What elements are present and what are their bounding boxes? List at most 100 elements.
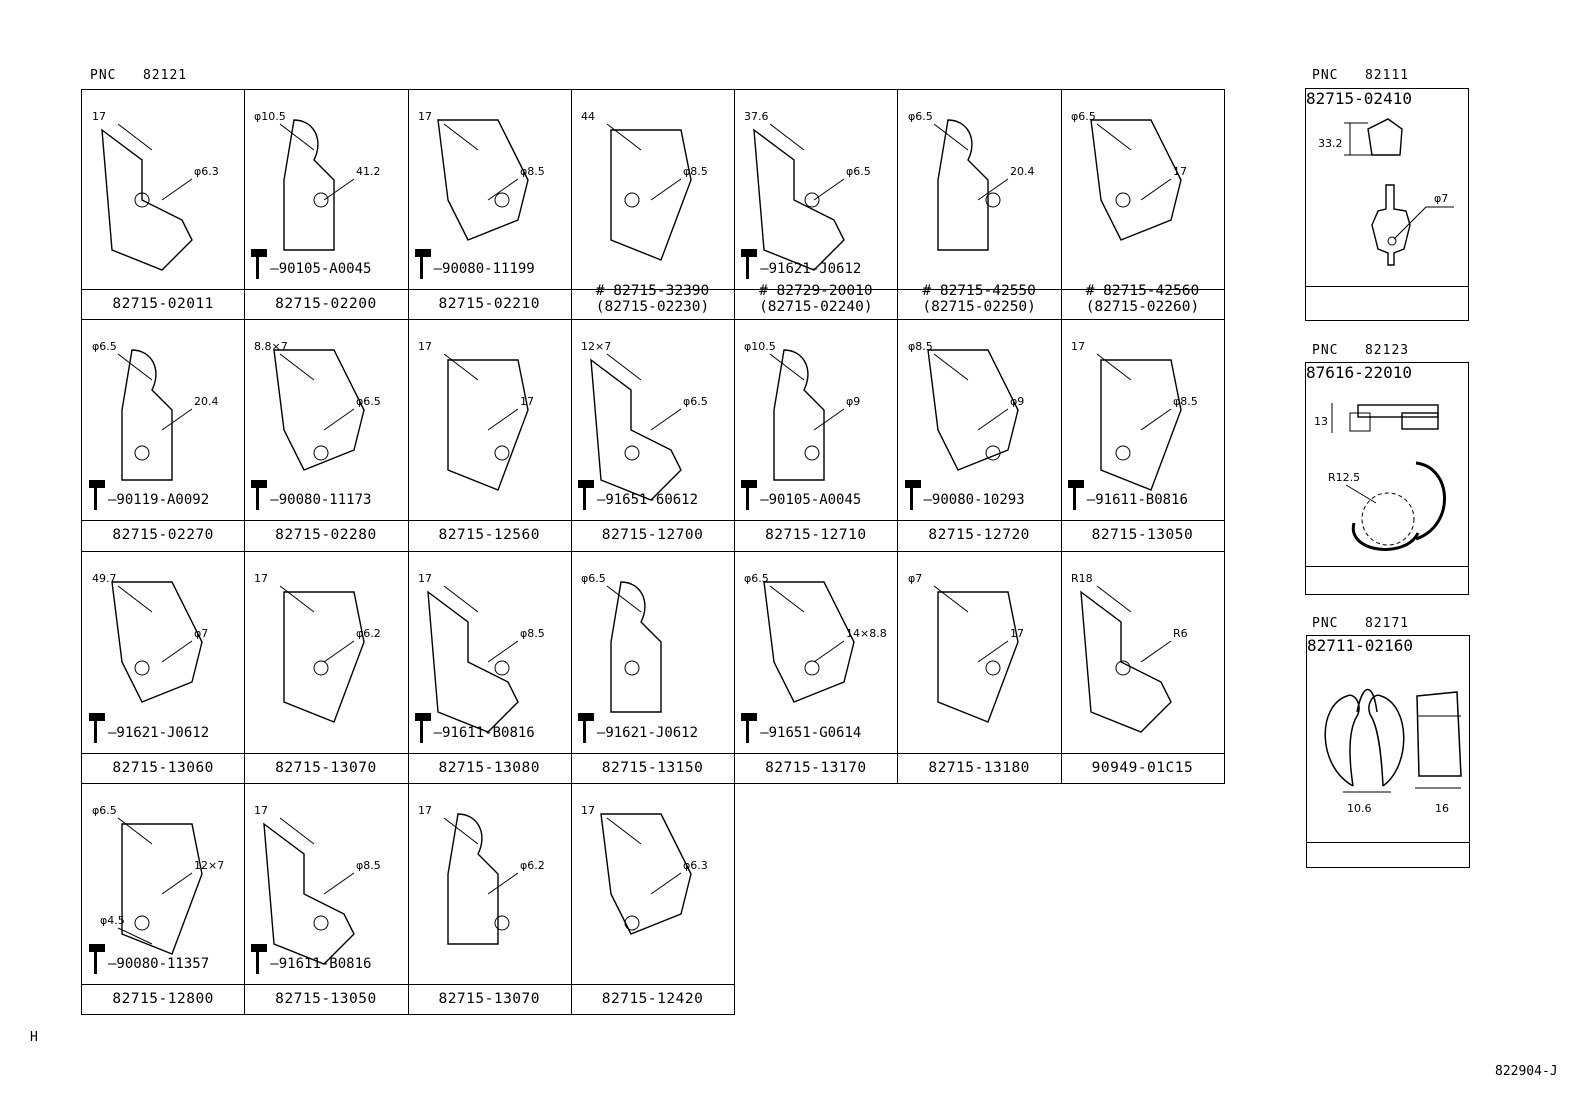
leader-line [443,817,478,845]
leader-line [324,640,355,663]
dim-label: 10.6 [1347,802,1372,815]
leader-line [977,178,1008,201]
dim-label: 16 [1435,802,1449,815]
part-number-divider [570,984,735,985]
part-number-divider [570,753,735,754]
part-outline [121,349,173,481]
mounting-hole [1115,192,1131,208]
part-number: 82715-02011 [112,296,214,312]
dim-label: φ6.5 [846,165,871,178]
dim-label: 17 [418,340,432,353]
leader-line [161,408,193,431]
bolt-head [89,713,105,721]
leader-line [933,353,968,381]
mounting-hole [985,660,1000,676]
part-number: 82715-02280 [275,527,377,543]
dim-label: φ4.5 [100,914,125,927]
part-number: 82715-13070 [275,760,377,776]
part-number-divider [734,520,898,521]
part-number: 82715-13050 [1091,527,1194,543]
part-drawing-87616-22010: 13 R12.5 [1314,403,1446,551]
leader-line [279,123,315,151]
dim-label: 17 [254,804,268,817]
part-drawing: φ6.514×8.8 [744,572,887,703]
leader-line [279,585,315,613]
leader-line [769,585,805,613]
leader-line [324,872,355,895]
mounting-hole [134,445,150,461]
bolt-head [577,713,594,721]
mounting-hole [313,660,329,676]
pnc-label-82111: PNC 82111 [1312,68,1409,83]
pnc-code: 82121 [142,68,188,83]
leader-line [161,640,193,663]
part-outline [1090,119,1182,241]
part-outline [936,591,1019,723]
part-number: 82715-13170 [765,760,867,776]
dim-label: φ6.5 [356,395,381,408]
dim-label: φ8.5 [520,627,545,640]
part-drawing: 17 φ8.5 [418,572,545,733]
leader-line [650,408,682,431]
leader-line [117,123,153,151]
dim-label: 17 [418,110,432,123]
mounting-hole [494,660,510,676]
bolt-number: —91621-J0612 [760,261,862,277]
dim-label: 17 [418,572,432,585]
part-drawing: φ10.541.2 [254,110,381,251]
dim-label: 20.4 [1010,165,1035,178]
dim-label: 37.6 [744,110,769,123]
mounting-hole [624,445,640,461]
part-outline [590,358,682,501]
footer-left: H [30,1030,38,1045]
bolt-head [1067,480,1084,488]
leader-line [117,927,153,945]
bolt-icon [577,713,595,743]
bolt-icon [741,713,758,743]
part-number-divider [244,289,408,290]
leader-line [1096,585,1132,613]
mounting-hole [134,660,150,676]
part-number: 82715-02410 [1306,89,1412,108]
dim-label: 12×7 [194,859,224,872]
leader-line [1096,123,1132,151]
part-drawing: φ6.512×7φ4.5 [92,804,224,955]
part-number: 82715-13080 [438,760,540,776]
part-number-divider [1060,520,1225,521]
dim-label: 17 [1173,165,1187,178]
bolt-number: —90080-11357 [108,956,210,972]
part-number: 82715-13180 [928,760,1030,776]
part-outline [926,349,1019,471]
part-drawing: 37.6 φ6.5 [744,110,871,271]
dim-label: φ9 [1010,395,1024,408]
part-number: 82711-02160 [1307,636,1413,655]
mounting-hole [804,192,820,208]
part-number: 82715-02210 [438,296,540,312]
part-number: 82715-13060 [112,760,214,776]
part-outline [1079,590,1172,733]
dim-label: 41.2 [356,165,381,178]
leader-line [117,585,153,613]
bolt-number: —90080-11199 [433,261,535,277]
part-drawing: 8.8×7φ6.5 [254,340,381,471]
pnc-prefix: PNC [1312,68,1339,83]
part-outline [610,581,662,713]
dim-label: R6 [1173,627,1188,640]
pnc-label-main: PNC 82121 [90,68,187,83]
bolt-icon [89,944,106,974]
part-drawing-82711-02160: 10.6 16 [1324,689,1462,815]
